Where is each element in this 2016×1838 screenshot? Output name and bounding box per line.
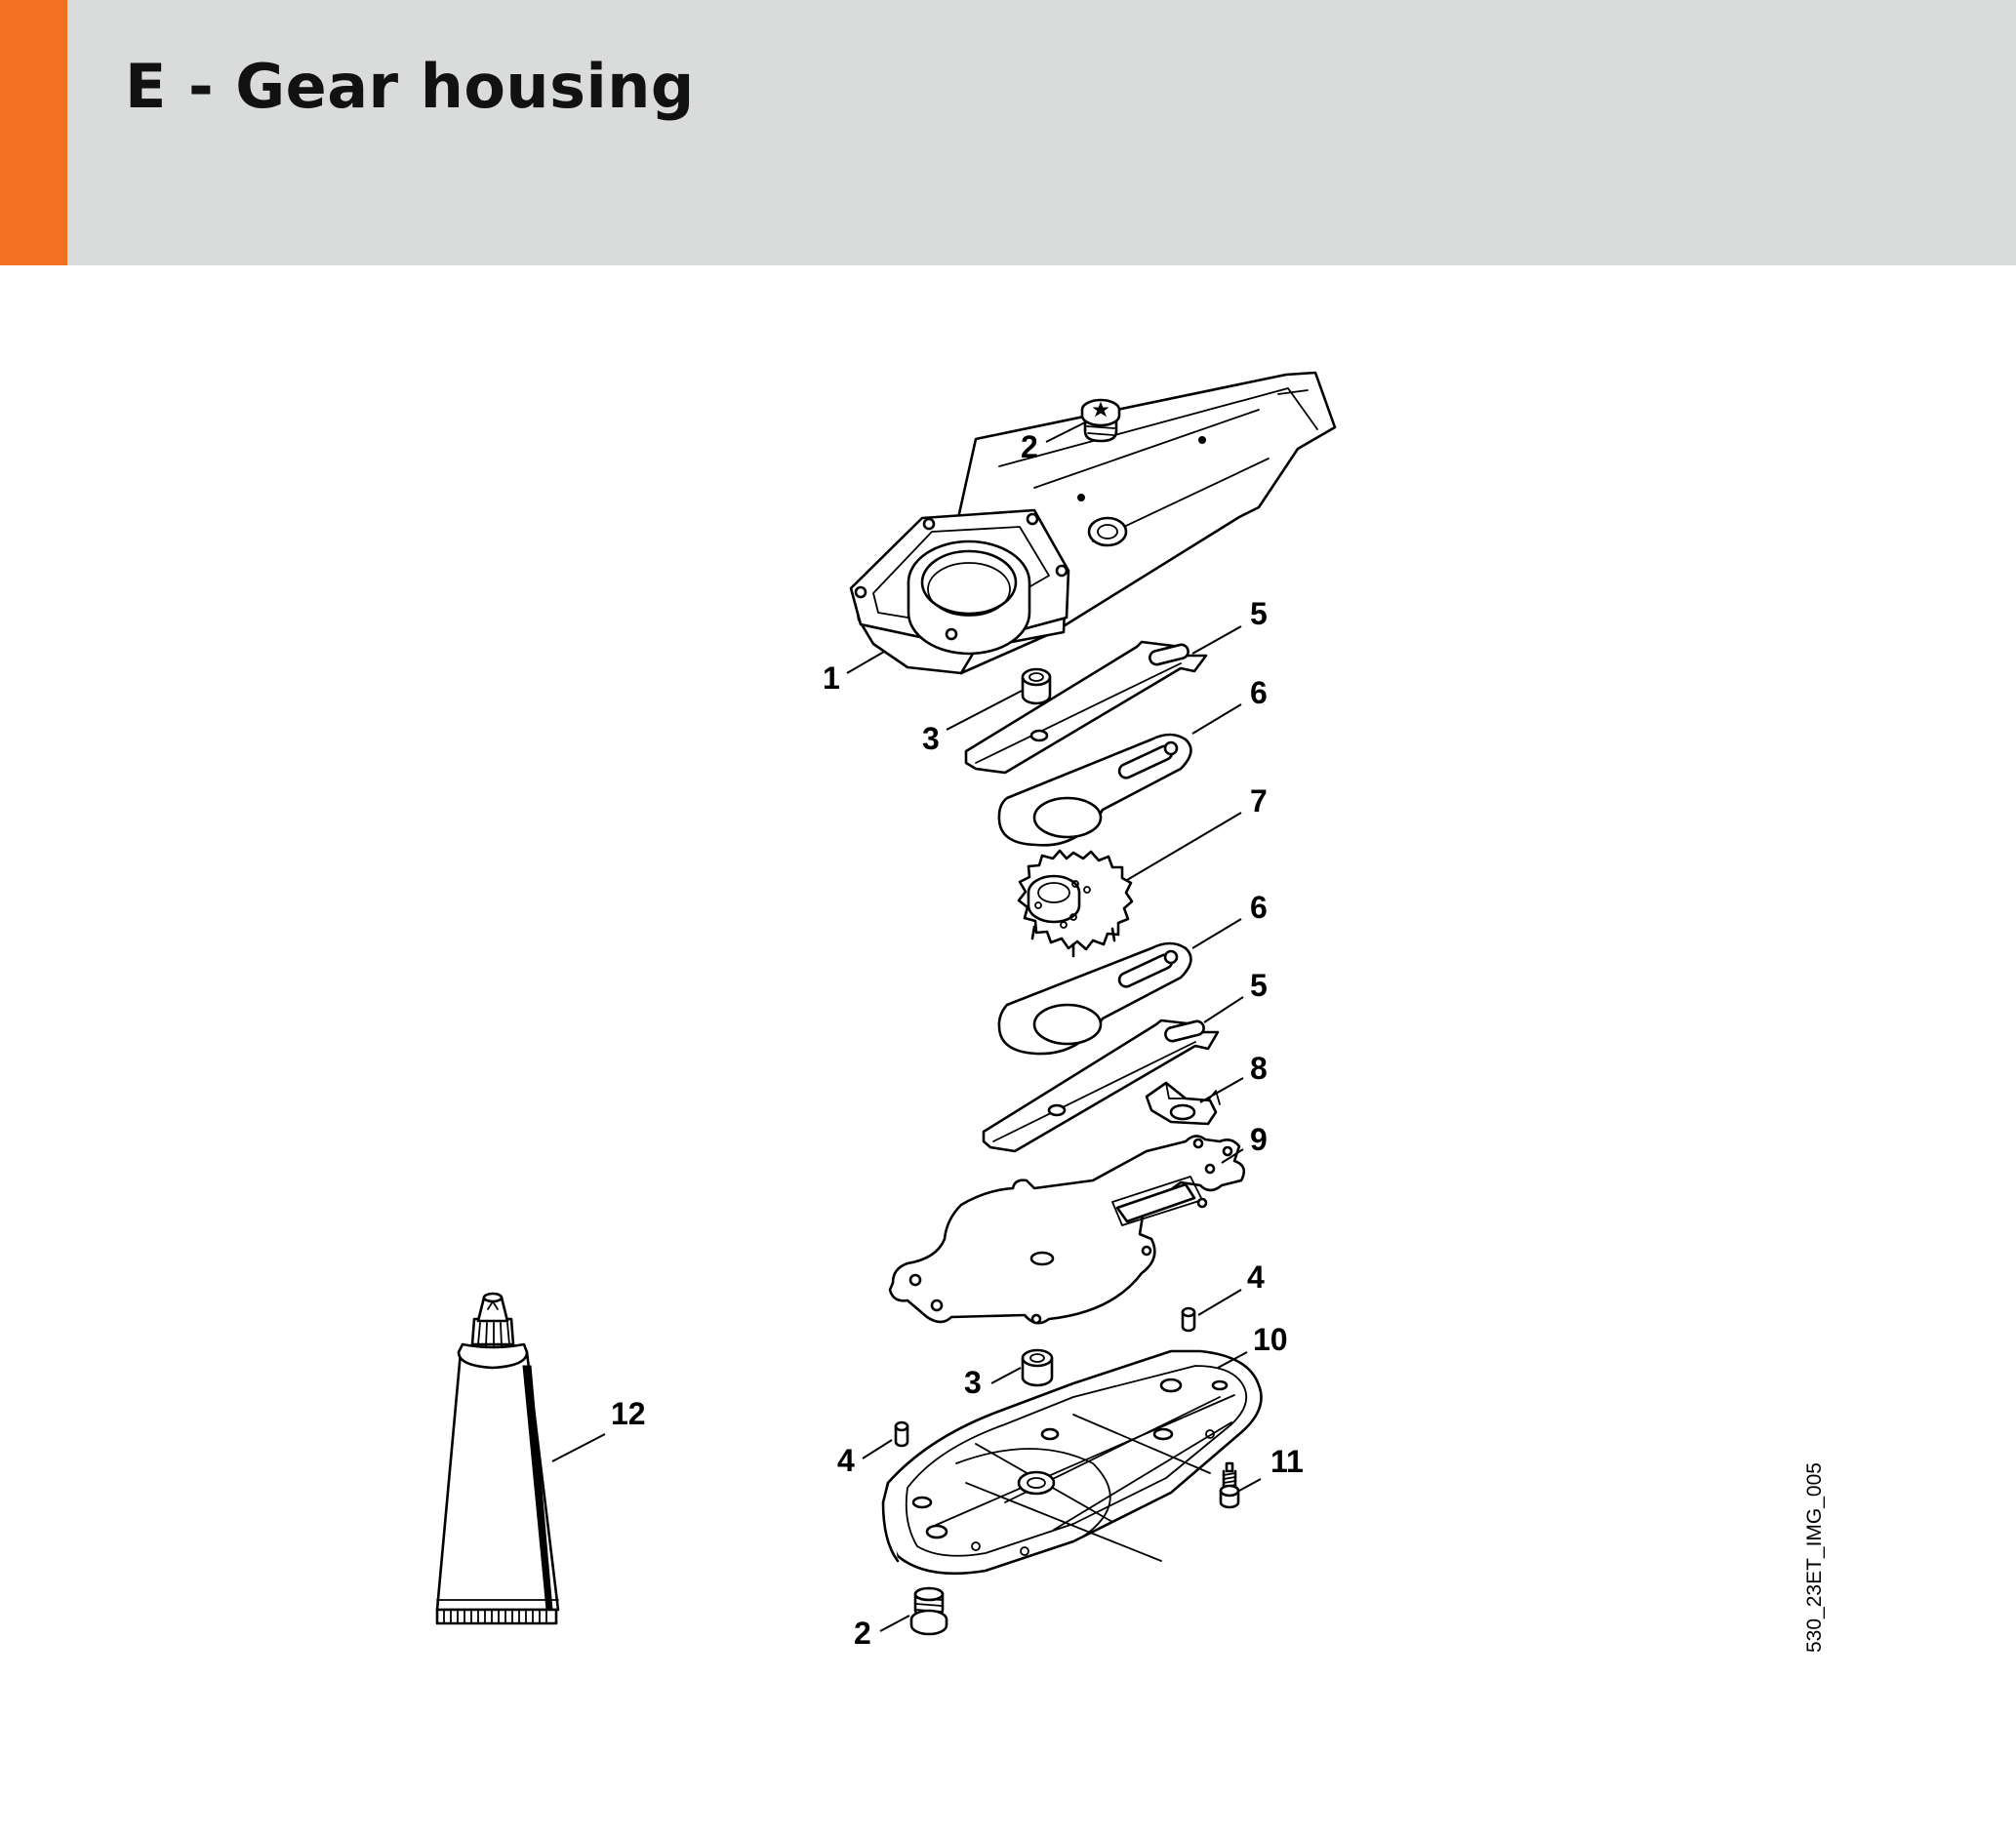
gear-cover-drawing [881,1349,1263,1576]
screw-drawing [1219,1461,1240,1509]
image-reference-code: 530_23ET_IMG_005 [1803,1462,1826,1653]
page-header: E - Gear housing [0,0,2016,265]
dowel-pin-right-drawing [1181,1306,1196,1333]
callout-10: 10 [1253,1322,1288,1357]
exploded-view-diagram: 2 1 5 3 6 7 6 5 8 9 4 10 3 12 4 11 2 530… [0,265,2016,1838]
bushing-upper-drawing [1021,667,1052,705]
callout-7: 7 [1250,783,1268,819]
page-title: E - Gear housing [125,51,695,122]
callout-5-lower: 5 [1250,968,1268,1003]
callout-5-upper: 5 [1250,596,1268,631]
plug-top-drawing [1080,398,1121,443]
callout-6-lower: 6 [1250,890,1268,925]
leader-lines [551,421,1262,1632]
callout-numbers: 2 1 5 3 6 7 6 5 8 9 4 10 3 12 4 11 2 [611,429,1304,1651]
callout-3-lower: 3 [964,1365,982,1400]
callout-11: 11 [1270,1444,1304,1479]
callout-9: 9 [1250,1122,1268,1157]
grease-tube-drawing [435,1292,560,1625]
dowel-pin-left-drawing [894,1420,909,1448]
bracket-drawing [1145,1081,1221,1126]
callout-1: 1 [823,660,840,696]
callout-2-bottom: 2 [854,1616,871,1651]
accent-bar [0,0,67,265]
gasket-drawing [888,1135,1246,1325]
diagram-canvas: 2 1 5 3 6 7 6 5 8 9 4 10 3 12 4 11 2 530… [435,371,1826,1653]
callout-3-upper: 3 [922,721,940,756]
callout-6-upper: 6 [1250,675,1268,710]
slide-plate-lower-drawing [982,1019,1220,1153]
callout-8: 8 [1250,1051,1268,1086]
callout-2-top: 2 [1021,429,1038,464]
callout-4-left: 4 [837,1443,855,1478]
callout-12: 12 [611,1396,646,1431]
connecting-rod-lower-drawing [997,941,1192,1056]
slide-plate-upper-drawing [964,640,1208,775]
gear-housing-drawing [849,371,1337,675]
connecting-rod-upper-drawing [997,733,1192,847]
callout-4-right: 4 [1247,1259,1265,1295]
bushing-lower-drawing [1021,1348,1054,1387]
plug-bottom-drawing [909,1586,948,1636]
spur-gear-drawing [1017,849,1134,958]
